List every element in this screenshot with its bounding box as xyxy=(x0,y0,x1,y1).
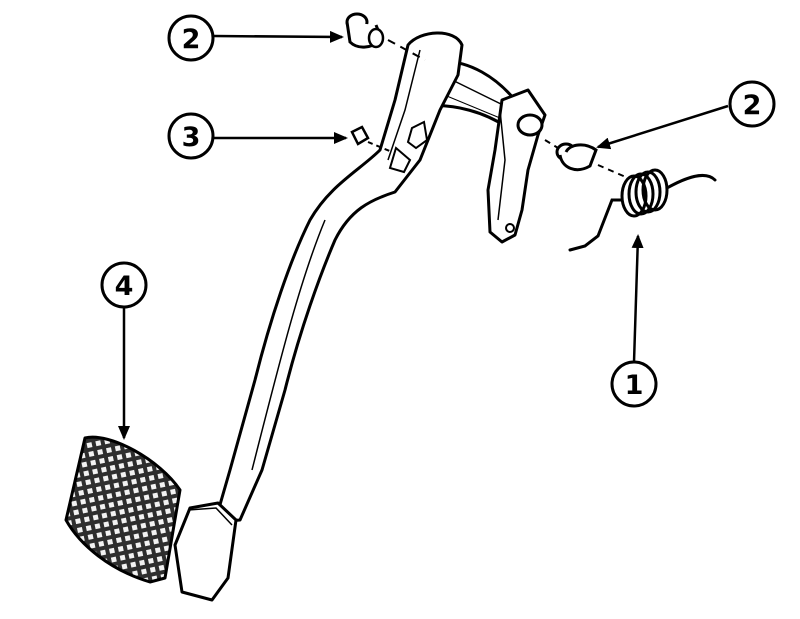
callout-2-right-label: 2 xyxy=(743,90,762,121)
arrow-1 xyxy=(631,234,644,363)
leader-arrows xyxy=(118,30,729,440)
callout-4-label: 4 xyxy=(115,271,134,302)
bushing-top xyxy=(345,12,385,49)
spring-axis-line xyxy=(597,164,629,179)
clip-axis-line xyxy=(367,141,393,153)
pedal-foot-block xyxy=(173,501,238,602)
arrow-2-top xyxy=(213,30,344,43)
callout-4: 4 xyxy=(100,261,148,309)
pedal-lever xyxy=(213,31,464,524)
arrow-2-right xyxy=(596,104,729,150)
retaining-clip xyxy=(350,125,370,146)
callout-2-top-label: 2 xyxy=(182,24,201,55)
bushing-top-axis-line xyxy=(387,39,426,61)
callout-3-label: 3 xyxy=(182,122,201,153)
callout-1-label: 1 xyxy=(625,370,644,401)
callout-1: 1 xyxy=(610,360,658,408)
pedal-pad xyxy=(64,435,182,584)
bushing-right-axis-line xyxy=(544,139,559,149)
callout-2-right: 2 xyxy=(728,80,776,128)
return-spring xyxy=(568,168,717,252)
callout-2-top: 2 xyxy=(167,14,215,62)
bushing-right xyxy=(555,142,598,171)
callout-3: 3 xyxy=(167,112,215,160)
pedal-bracket-arm xyxy=(486,88,547,244)
